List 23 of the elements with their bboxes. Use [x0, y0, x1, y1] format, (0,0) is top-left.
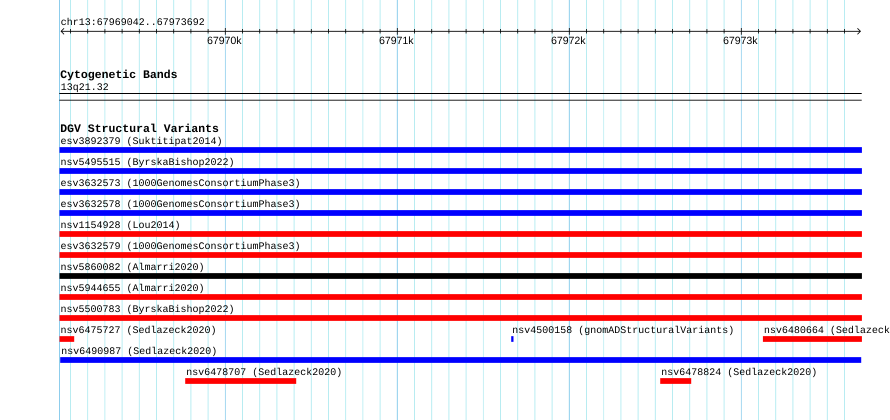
- variant-label: esv3632573 (1000GenomesConsortiumPhase3): [61, 178, 299, 188]
- variant-label: nsv5500783 (ByrskaBishop2022): [61, 304, 233, 314]
- variant-label: esv3632579 (1000GenomesConsortiumPhase3): [61, 242, 299, 252]
- variant-label: nsv4500158 (gnomADStructuralVariants): [513, 326, 733, 336]
- variant-label: nsv6478824 (Sedlazeck2020): [662, 368, 816, 378]
- variant-label: nsv6480664 (Sedlazeck: [764, 326, 890, 336]
- tick-label: 67970k: [208, 36, 242, 44]
- track-heading: DGV Structural Variants: [60, 124, 218, 132]
- variant-label: nsv6478707 (Sedlazeck2020): [187, 368, 341, 378]
- tick-label: 67972k: [552, 36, 586, 44]
- variant-label: nsv6475727 (Sedlazeck2020): [61, 326, 215, 336]
- variant-label: esv3632578 (1000GenomesConsortiumPhase3): [61, 200, 299, 210]
- variant-label: esv3892379 (Suktitipat2014): [61, 136, 221, 146]
- locus-label: chr13:67969042..67973692: [61, 18, 204, 26]
- tick-label: 67973k: [724, 36, 758, 44]
- band-label: 13q21.32: [61, 83, 108, 92]
- variant-label: nsv5495515 (ByrskaBishop2022): [61, 158, 233, 168]
- variant-label: nsv5944655 (Almarri2020): [61, 284, 203, 294]
- tick-label: 67971k: [380, 36, 414, 44]
- variant-label: nsv5860082 (Almarri2020): [61, 262, 203, 272]
- track-heading: Cytogenetic Bands: [60, 70, 177, 80]
- variant-label: nsv1154928 (Lou2014): [61, 220, 179, 230]
- variant-label: nsv6490987 (Sedlazeck2020): [62, 346, 216, 356]
